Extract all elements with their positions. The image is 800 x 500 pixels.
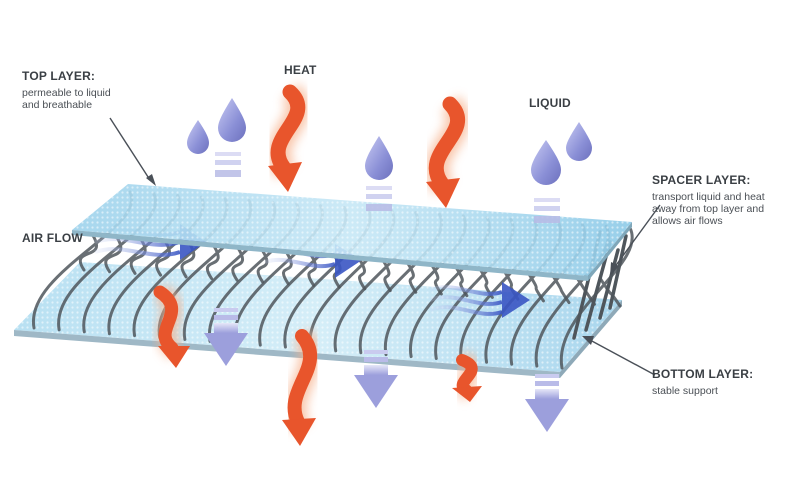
top-layer-description: permeable to liquid and breathable [22,87,172,111]
bottom-layer-label: BOTTOM LAYER: stable support [652,367,792,397]
bottom-layer-leader [582,336,656,376]
down-arrow-icon [204,308,248,366]
liquid-transit-bars [215,152,560,223]
spacer-layer-title: SPACER LAYER: [652,173,751,187]
top-layer-leader [109,117,156,186]
leader-lines [109,117,661,376]
bottom-layer-description: stable support [652,385,792,397]
transit-bar-icon [366,186,392,211]
bottom-layer-desc-line: stable support [652,384,718,397]
heat-label: HEAT [284,63,317,78]
top-layer-desc-line: permeable to liquid [22,86,111,99]
droplet-icon [365,136,393,180]
droplet-icon [218,98,246,142]
spacer-layer-desc-line: away from top layer and [652,202,765,215]
liquid-arrows-down [204,308,569,432]
heat-arrow-icon [267,83,310,192]
droplet-icon [566,122,592,161]
heat-title: HEAT [284,63,317,77]
spacer-post [608,234,628,310]
liquid-droplets [187,98,592,185]
heat-arrow-icon [425,95,470,208]
spacer-fiber [559,226,634,370]
top-layer-label: TOP LAYER: permeable to liquid and breat… [22,69,172,111]
heat-arrows-top [267,83,470,208]
liquid-title: LIQUID [529,96,571,110]
air-flow-arrow [429,282,530,318]
top-layer-title: TOP LAYER: [22,69,96,83]
spacer-layer-label: SPACER LAYER: transport liquid and heat … [652,173,800,227]
heat-arrow-down-icon [153,283,190,368]
droplet-icon [187,120,209,154]
down-arrow-icon [354,350,398,408]
droplet-icon [531,140,561,185]
spacer-layer-leader [610,204,661,276]
top-layer-desc-line: and breathable [22,98,93,111]
spacer-post [598,248,620,320]
top-layer [72,184,632,281]
heat-arrow-down-icon [452,351,482,402]
air-flow-title: AIR FLOW [22,231,83,245]
bottom-layer-title: BOTTOM LAYER: [652,367,754,381]
liquid-label: LIQUID [529,96,571,111]
heat-arrow-down-icon [282,328,322,446]
heat-arrows-down [153,283,482,446]
spacer-layer-desc-line: allows air flows [652,214,723,227]
spacer-layer-desc-line: transport liquid and heat [652,190,765,203]
transit-bar-icon [534,198,560,223]
air-flow-label: AIR FLOW [22,231,83,246]
spacer-layer-description: transport liquid and heat away from top … [652,191,800,227]
transit-bar-icon [215,152,241,177]
down-arrow-icon [525,374,569,432]
